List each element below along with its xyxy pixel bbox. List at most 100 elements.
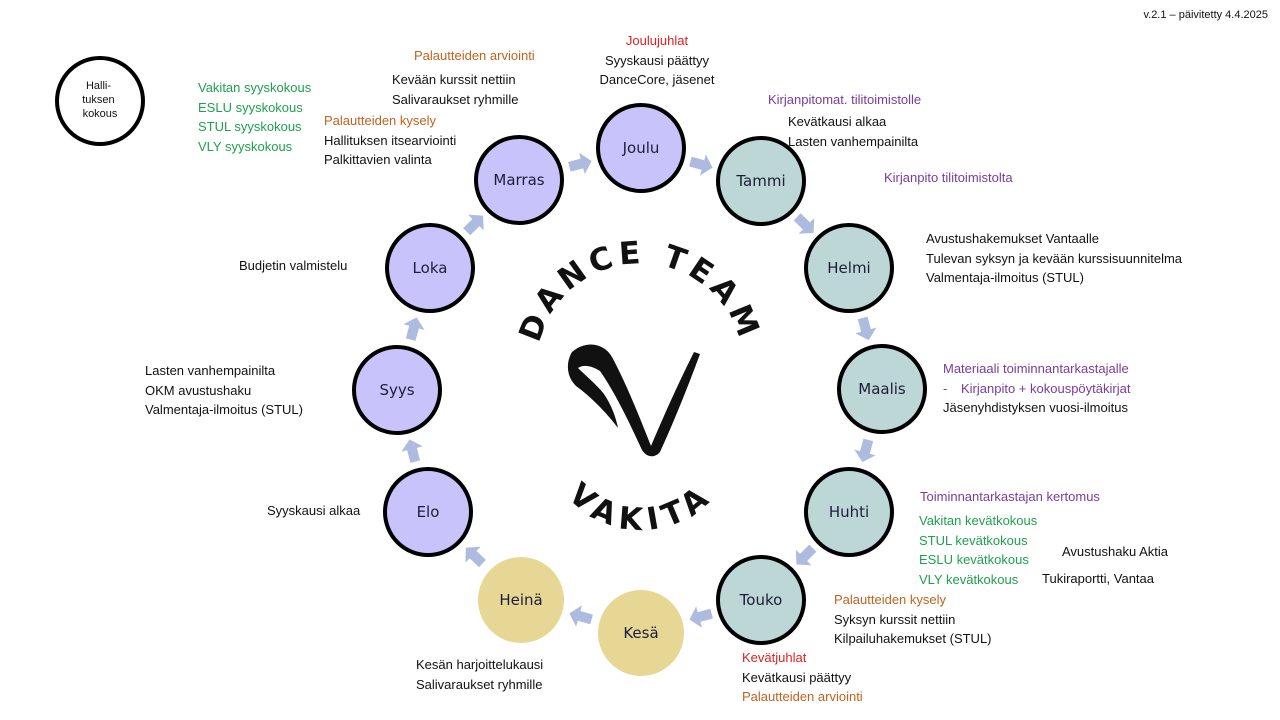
legend-board-meeting: Halli- tuksen kokous	[55, 56, 145, 146]
note-text: Syyskausi päättyy	[604, 52, 710, 68]
note-line: Palautteiden kysely	[834, 590, 992, 610]
note-text: Kirjanpito + kokouspöytäkirjat	[961, 380, 1131, 396]
note-text: OKM avustushaku	[145, 382, 252, 398]
note-text: Kevätjuhlat	[742, 650, 807, 665]
note-line: ESLU syyskokous	[198, 98, 311, 118]
month-label: Helmi	[827, 259, 870, 277]
arrow-tammi-to-helmi	[793, 213, 815, 234]
note-line: Valmentaja-ilmoitus (STUL)	[145, 400, 303, 420]
note-text: Palautteiden arviointi	[742, 689, 863, 704]
note-bullet: -	[943, 380, 948, 396]
note-text: Kevätkausi alkaa	[788, 114, 887, 129]
note-line: VLY kevätkokous	[919, 570, 1037, 590]
note-line: ESLU kevätkokous	[919, 550, 1037, 570]
note-text: Vakitan syyskokous	[198, 80, 312, 95]
note-line: Kilpailuhakemukset (STUL)	[834, 629, 992, 649]
month-circle	[837, 344, 927, 434]
note-text: Lasten vanhempainilta	[145, 363, 276, 378]
arrow-marras-to-joulu	[568, 152, 592, 175]
note-text: Materiaali toiminnantarkastajalle	[943, 361, 1129, 376]
month-circle	[598, 590, 684, 676]
month-label: Loka	[413, 259, 448, 277]
month-node-kesa: Kesä	[598, 590, 684, 676]
note-text: ESLU kevätkokous	[919, 552, 1029, 567]
note-text: Vakitan kevätkokous	[919, 513, 1038, 528]
note-line: Avustushakemukset Vantaalle	[926, 229, 1182, 249]
month-circle	[596, 103, 686, 193]
note-text: Kilpailuhakemukset (STUL)	[834, 631, 992, 646]
note-line: Avustushaku Aktia	[1062, 542, 1168, 562]
arrow-maalis-to-huhti	[854, 438, 876, 463]
note-text: Hallituksen itsearviointi	[324, 132, 457, 148]
arrow-touko-to-kesa	[689, 606, 713, 628]
note-text: Kirjanpitomat. tilitoimistolle	[768, 92, 922, 107]
note-text: Palautteiden arviointi	[414, 48, 535, 63]
month-circle	[478, 557, 564, 643]
note-line: Palautteiden arviointi	[742, 687, 863, 707]
note-text: Tulevan syksyn ja kevään kurssisuunnitel…	[926, 250, 1183, 266]
arrow-heina-to-elo	[465, 546, 486, 568]
month-circle	[804, 223, 894, 313]
arrow-helmi-to-maalis	[855, 316, 877, 341]
legend-meeting-line-2: tuksen	[82, 94, 114, 106]
note-text: STUL kevätkokous	[919, 532, 1028, 548]
note-line: Valmentaja-ilmoitus (STUL)	[926, 268, 1182, 288]
note-line: Jäsenyhdistyksen vuosi-ilmoitus	[943, 398, 1130, 418]
note-text: Palautteiden kysely	[324, 113, 437, 128]
logo-bottom-text: VAKITA	[562, 476, 714, 539]
legend-meeting-line-1: Halli-	[86, 80, 111, 92]
note-text: Jäsenyhdistyksen vuosi-ilmoitus	[943, 400, 1128, 415]
arrow-joulu-to-tammi	[689, 154, 713, 176]
month-node-touko: Touko	[716, 555, 806, 645]
svg-text:DANCE TEAM: DANCE TEAM	[512, 235, 768, 347]
note-text: Syyskausi alkaa	[267, 503, 361, 518]
note-line: Salivaraukset ryhmille	[416, 675, 543, 695]
notes-huhti-avustus: Avustushaku Aktia	[1062, 542, 1168, 562]
notes-marras-arviointi: Palautteiden arviointi	[414, 46, 535, 66]
note-text: Salivaraukset ryhmille	[392, 91, 519, 107]
note-line: Joulujuhlat	[577, 31, 737, 51]
legend-meeting-line-3: kokous	[83, 108, 118, 120]
note-line: Palautteiden kysely	[324, 111, 456, 131]
note-text: Joulujuhlat	[625, 33, 689, 48]
cycle-arrows	[401, 152, 877, 628]
note-line: Kevätjuhlat	[742, 648, 863, 668]
notes-maalis: Materiaali toiminnantarkastajalle -Kirjan…	[943, 359, 1130, 418]
month-node-elo: Elo	[383, 467, 473, 557]
note-line: Salivaraukset ryhmille	[392, 90, 518, 110]
note-line: Kevätkausi päättyy	[742, 668, 863, 688]
month-label: Elo	[417, 503, 440, 521]
month-circle	[352, 345, 442, 435]
note-line: VLY syyskokous	[198, 137, 311, 157]
note-line: Materiaali toiminnantarkastajalle	[943, 359, 1130, 379]
svg-text:Halli- tuksen koko: Halli- tuksen kokous	[82, 80, 118, 120]
note-text: STUL syyskokous	[198, 119, 302, 134]
note-line: Lasten vanhempainilta	[788, 132, 918, 152]
note-text: Valmentaja-ilmoitus (STUL)	[926, 270, 1084, 285]
month-label: Syys	[379, 381, 414, 399]
note-line: Kevätkausi alkaa	[788, 112, 918, 132]
notes-huhti-purple: Toiminnantarkastajan kertomus	[920, 487, 1100, 507]
notes-tammi-purple: Kirjanpitomat. tilitoimistolle	[768, 90, 921, 110]
note-line: Tulevan syksyn ja kevään kurssisuunnitel…	[926, 249, 1182, 269]
notes-huhti-tuki: Tukiraportti, Vantaa	[1042, 569, 1154, 589]
note-line: Kirjanpitomat. tilitoimistolle	[768, 90, 921, 110]
note-text: Kirjanpito tilitoimistolta	[884, 170, 1013, 185]
notes-loka: Budjetin valmistelu	[239, 256, 347, 276]
note-text: ESLU syyskokous	[198, 99, 303, 115]
arrow-loka-to-marras	[463, 214, 484, 236]
month-label: Marras	[493, 171, 544, 189]
arrow-huhti-to-touko	[795, 544, 817, 566]
month-circle	[716, 136, 806, 226]
logo-v-mark	[567, 344, 700, 457]
note-line: Palautteiden arviointi	[414, 46, 535, 66]
note-text: Toiminnantarkastajan kertomus	[920, 489, 1100, 504]
